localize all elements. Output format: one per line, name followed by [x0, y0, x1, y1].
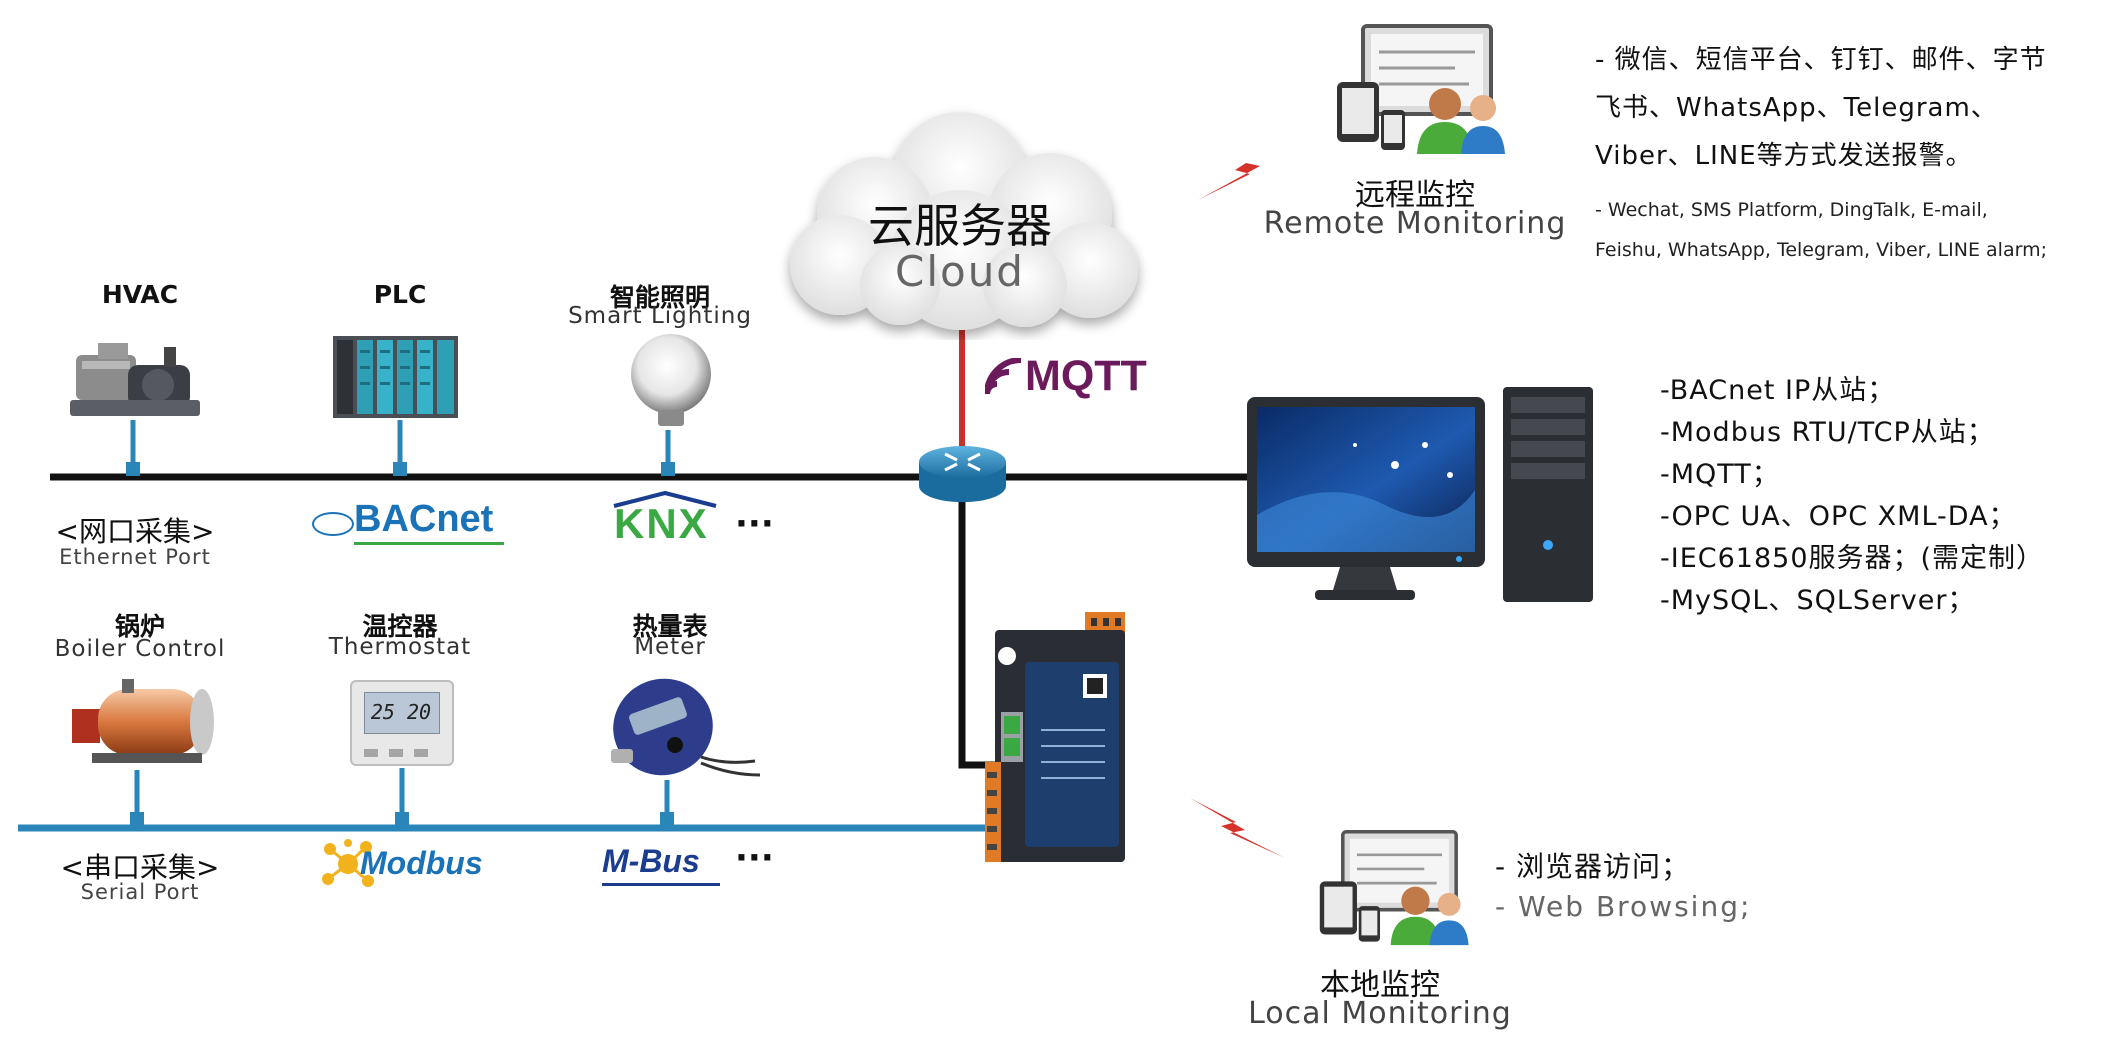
device-label-boiler-cn: 锅炉 [114, 612, 165, 641]
server-protocol-item: -OPC UA、OPC XML-DA； [1660, 501, 2017, 532]
device-label-plc: PLC [373, 280, 427, 309]
plc-rack-icon [333, 336, 458, 418]
router-icon [919, 446, 1006, 503]
server-workstation-icon [1247, 387, 1593, 602]
local-web-text-en: - Web Browsing; [1495, 890, 1752, 923]
server-protocol-list: -BACnet IP从站； -Modbus RTU/TCP从站； -MQTT； … [1660, 370, 2044, 622]
mbus-logo: M-Bus [602, 843, 727, 888]
server-protocol-item: -IEC61850服务器；(需定制） [1660, 543, 2045, 574]
thermostat-icon: 25 20 [350, 680, 454, 766]
modbus-logo-text: Modbus [360, 845, 483, 881]
thermostat-screen [364, 692, 440, 734]
knx-logo-text: KNX [614, 500, 709, 547]
server-protocol-item: -BACnet IP从站； [1660, 375, 1896, 406]
mqtt-waves-icon [985, 358, 1022, 395]
ethernet-port-label-en: Ethernet Port [59, 545, 211, 569]
local-monitoring-label-en: Local Monitoring [1248, 996, 1512, 1031]
remote-monitoring-icon [1337, 24, 1505, 154]
remote-alarm-text-cn: - 微信、短信平台、钉钉、邮件、字节飞书、WhatsApp、Telegram、V… [1595, 45, 2047, 171]
cloud-title-en: Cloud [895, 247, 1025, 296]
device-label-boiler-en: Boiler Control [54, 636, 226, 662]
knx-logo: KNX [610, 490, 720, 550]
lightning-bolt-local [1190, 798, 1285, 858]
lightning-bolt-remote [1198, 137, 1287, 200]
server-protocol-item: -MySQL、SQLServer； [1660, 585, 1976, 616]
bacnet-logo-text: BACnet [354, 498, 494, 540]
boiler-icon [72, 679, 214, 763]
router-gateway-line [958, 495, 995, 769]
knx-roof-icon [613, 490, 717, 508]
mbus-logo-text: M-Bus [602, 843, 700, 879]
cloud-title-cn: 云服务器 [868, 199, 1052, 253]
light-bulb-icon [631, 334, 711, 426]
device-label-thermostat-en: Thermostat [328, 634, 472, 660]
server-protocol-item: -Modbus RTU/TCP从站； [1660, 417, 1995, 448]
remote-alarm-text-en: - Wechat, SMS Platform, DingTalk, E-mail… [1595, 199, 2047, 261]
local-monitoring-icon [1319, 829, 1469, 946]
device-label-hvac: HVAC [101, 280, 179, 309]
mqtt-logo-text: MQTT [1025, 352, 1147, 400]
device-label-thermostat-cn: 温控器 [362, 612, 438, 641]
remote-monitoring-label-en: Remote Monitoring [1263, 206, 1567, 241]
hvac-chiller-icon [70, 343, 200, 416]
modbus-network-icon [322, 839, 374, 887]
local-monitoring-label-cn: 本地监控 [1320, 968, 1440, 1003]
mqtt-logo: MQTT [985, 352, 1155, 402]
local-web-text-cn: - 浏览器访问； [1495, 850, 1691, 883]
device-label-meter-en: Meter [634, 634, 706, 660]
serial-more-dots: ··· [735, 838, 774, 878]
thermostat-display: 25 20 [370, 700, 432, 724]
ashrae-badge-icon [312, 512, 354, 536]
device-label-lighting-en: Smart Lighting [568, 303, 752, 329]
remote-monitoring-label-cn: 远程监控 [1355, 178, 1475, 213]
server-protocol-item: -MQTT； [1660, 459, 1780, 490]
ethernet-port-label-cn: <网口采集> [55, 515, 215, 548]
modbus-logo: Modbus [322, 835, 507, 895]
device-label-meter-cn: 热量表 [632, 612, 708, 641]
serial-port-label-en: Serial Port [80, 880, 200, 904]
heat-meter-icon [611, 678, 761, 777]
device-label-lighting-cn: 智能照明 [609, 283, 710, 312]
serial-port-label-cn: <串口采集> [60, 851, 220, 884]
iot-gateway-icon [985, 612, 1125, 862]
ethernet-more-dots: ··· [735, 504, 774, 544]
cloud-icon [790, 112, 1138, 330]
bacnet-logo: BACnet [312, 498, 512, 548]
